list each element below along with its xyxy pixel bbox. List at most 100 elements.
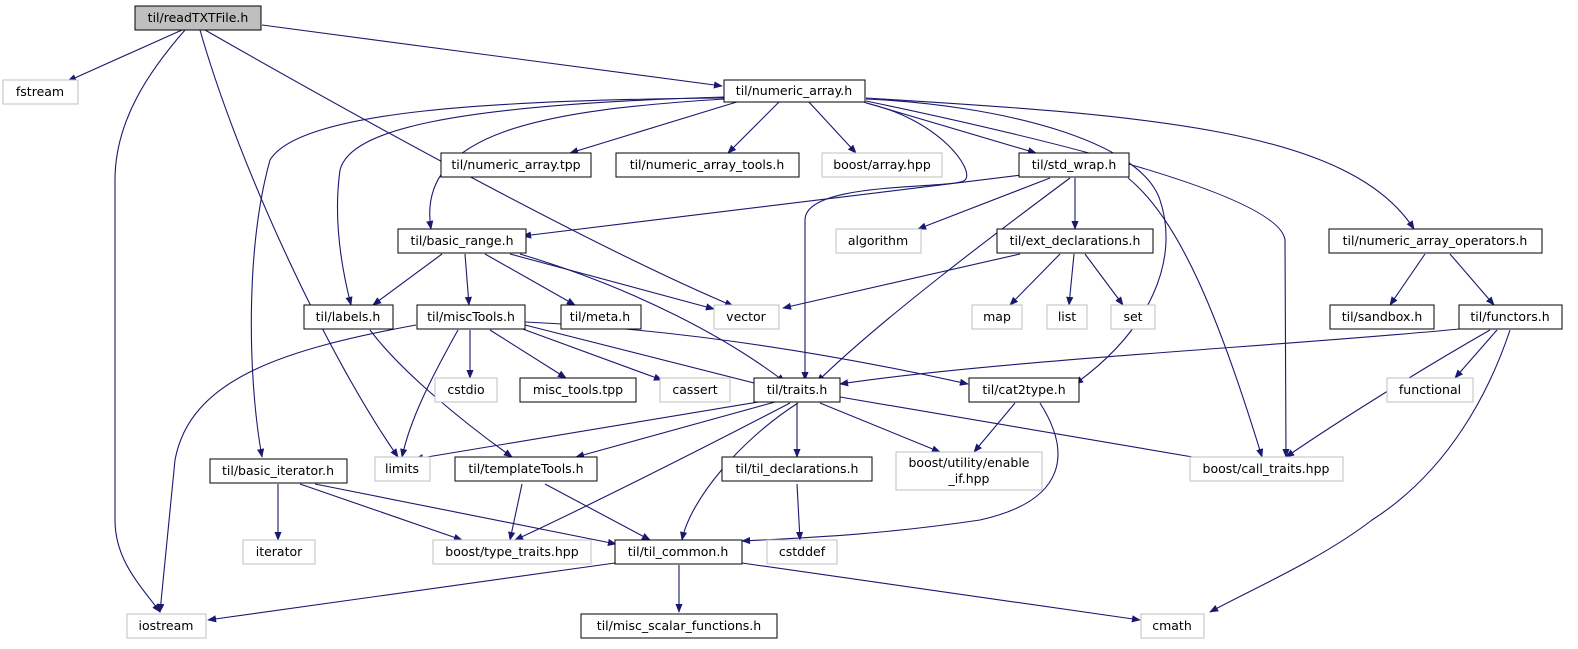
edge-operators-sandbox [1389, 253, 1426, 306]
node-label-type-traits: boost/type_traits.hpp [445, 544, 578, 559]
edge-operators-functors [1449, 253, 1495, 306]
node-label-fstream: fstream [16, 84, 64, 99]
node-label-cmath: cmath [1152, 618, 1192, 633]
edge-readtxtfile-iostream [114, 29, 186, 613]
node-std-wrap[interactable]: til/std_wrap.h [1018, 152, 1130, 178]
edge-readtxtfile-vector [204, 29, 734, 307]
edge-readtxtfile-numeric-array [261, 24, 723, 89]
edge-functors-cmath [1209, 329, 1511, 613]
node-label-numeric-array-operators: til/numeric_array_operators.h [1343, 233, 1528, 248]
edge-extdecl-map [1009, 253, 1061, 306]
node-readtxtfile[interactable]: til/readTXTFile.h [134, 5, 262, 31]
node-label-functional: functional [1399, 382, 1461, 397]
edge-stdwrap-calltraits [1127, 177, 1264, 458]
edge-functors-functional [1454, 329, 1498, 379]
node-numeric-array[interactable]: til/numeric_array.h [723, 79, 866, 103]
node-traits[interactable]: til/traits.h [753, 377, 841, 403]
node-functional[interactable]: functional [1386, 377, 1474, 403]
node-call-traits[interactable]: boost/call_traits.hpp [1189, 456, 1344, 482]
node-algorithm[interactable]: algorithm [835, 228, 922, 254]
node-iterator[interactable]: iterator [242, 539, 316, 565]
node-label-traits: til/traits.h [767, 382, 828, 397]
edge-basicrange-vector [509, 253, 715, 311]
node-list[interactable]: list [1046, 304, 1088, 330]
node-label-basic-range: til/basic_range.h [410, 233, 513, 248]
node-sandbox[interactable]: til/sandbox.h [1329, 304, 1435, 330]
node-til-declarations[interactable]: til/til_declarations.h [721, 456, 873, 482]
edge-extdecl-list [1066, 253, 1075, 306]
node-label-numeric-array-tpp: til/numeric_array.tpp [451, 157, 580, 172]
node-label-numeric-array: til/numeric_array.h [736, 83, 852, 98]
node-misc-scalar-functions[interactable]: til/misc_scalar_functions.h [580, 613, 778, 639]
edge-basiciterator-typetraits [299, 483, 463, 541]
node-functors[interactable]: til/functors.h [1458, 304, 1563, 330]
node-cat2type[interactable]: til/cat2type.h [968, 377, 1080, 403]
node-meta[interactable]: til/meta.h [560, 304, 642, 330]
edge-cat2type-enableif [973, 402, 1016, 453]
node-map[interactable]: map [971, 304, 1023, 330]
node-cassert[interactable]: cassert [659, 377, 731, 403]
edge-numericarray-tools [727, 100, 781, 154]
edge-basicrange-traits [519, 253, 786, 383]
node-label-iterator: iterator [256, 544, 303, 559]
edge-extdecl-vector [782, 253, 1021, 310]
edge-extdecl-set [1084, 253, 1124, 306]
edge-templatetools-typetraits [508, 483, 523, 541]
node-label-ext-declarations: til/ext_declarations.h [1010, 233, 1141, 248]
edge-basicrange-misctools [464, 253, 472, 306]
node-til-common[interactable]: til/til_common.h [614, 539, 743, 565]
node-type-traits[interactable]: boost/type_traits.hpp [432, 539, 592, 565]
edge-functors-calltraits [1285, 329, 1491, 458]
node-label-sandbox: til/sandbox.h [1342, 309, 1423, 324]
edge-readtxtfile-limits [199, 29, 399, 458]
node-label-cstdio: cstdio [447, 382, 484, 397]
node-ext-declarations[interactable]: til/ext_declarations.h [996, 228, 1154, 254]
node-label-cstddef: cstddef [779, 544, 826, 559]
node-label-misc-tools-tpp: misc_tools.tpp [533, 382, 623, 397]
node-label-boost-array: boost/array.hpp [833, 157, 931, 172]
node-iostream[interactable]: iostream [126, 613, 207, 639]
edge-numericarray-labels [336, 96, 725, 306]
node-numeric-array-operators[interactable]: til/numeric_array_operators.h [1328, 228, 1543, 254]
node-boost-array[interactable]: boost/array.hpp [821, 152, 943, 178]
node-basic-range[interactable]: til/basic_range.h [397, 228, 527, 254]
node-cmath[interactable]: cmath [1140, 613, 1205, 639]
node-label-list: list [1058, 309, 1076, 324]
node-label-misc-scalar-functions: til/misc_scalar_functions.h [597, 618, 761, 633]
node-label-basic-iterator: til/basic_iterator.h [222, 463, 334, 478]
edge-functors-traits [839, 327, 1471, 387]
node-fstream[interactable]: fstream [2, 79, 79, 105]
node-label-numeric-array-tools: til/numeric_array_tools.h [630, 157, 785, 172]
node-label-til-declarations: til/til_declarations.h [736, 461, 859, 476]
node-label-std-wrap: til/std_wrap.h [1032, 157, 1117, 172]
node-set[interactable]: set [1110, 304, 1156, 330]
edge-misctools-cat2type [524, 321, 969, 386]
node-numeric-array-tpp[interactable]: til/numeric_array.tpp [440, 152, 592, 178]
node-limits[interactable]: limits [374, 456, 431, 482]
node-templatetools[interactable]: til/templateTools.h [454, 456, 598, 482]
node-misc-tools-tpp[interactable]: misc_tools.tpp [519, 377, 637, 403]
node-basic-iterator[interactable]: til/basic_iterator.h [209, 458, 348, 484]
edge-traits-typetraits [514, 402, 791, 541]
node-label-enable-if-line1: boost/utility/enable [909, 455, 1030, 470]
edge-readtxtfile-fstream [67, 29, 183, 82]
edge-numericarray-calltraits [865, 100, 1290, 458]
edge-misctools-misctoolstpp [489, 329, 567, 379]
node-label-map: map [983, 309, 1011, 324]
node-vector[interactable]: vector [713, 304, 780, 330]
edge-numericarray-tpp [569, 100, 741, 155]
node-label-labels: til/labels.h [316, 309, 381, 324]
edge-basicrange-labels [372, 253, 443, 306]
node-numeric-array-tools[interactable]: til/numeric_array_tools.h [615, 152, 800, 178]
node-cstdio[interactable]: cstdio [434, 377, 498, 403]
edge-tilcommon-iostream [207, 562, 616, 623]
node-cstddef[interactable]: cstddef [766, 539, 838, 565]
dependency-nodes: til/readTXTFile.h fstream til/numeric_ar… [2, 5, 1563, 639]
node-label-templatetools: til/templateTools.h [468, 461, 583, 476]
node-misctools[interactable]: til/miscTools.h [416, 304, 526, 330]
node-labels[interactable]: til/labels.h [303, 304, 394, 330]
node-label-limits: limits [385, 461, 419, 476]
edge-traits-templatetools [575, 401, 776, 459]
node-enable-if[interactable]: boost/utility/enable _if.hpp [895, 451, 1043, 491]
